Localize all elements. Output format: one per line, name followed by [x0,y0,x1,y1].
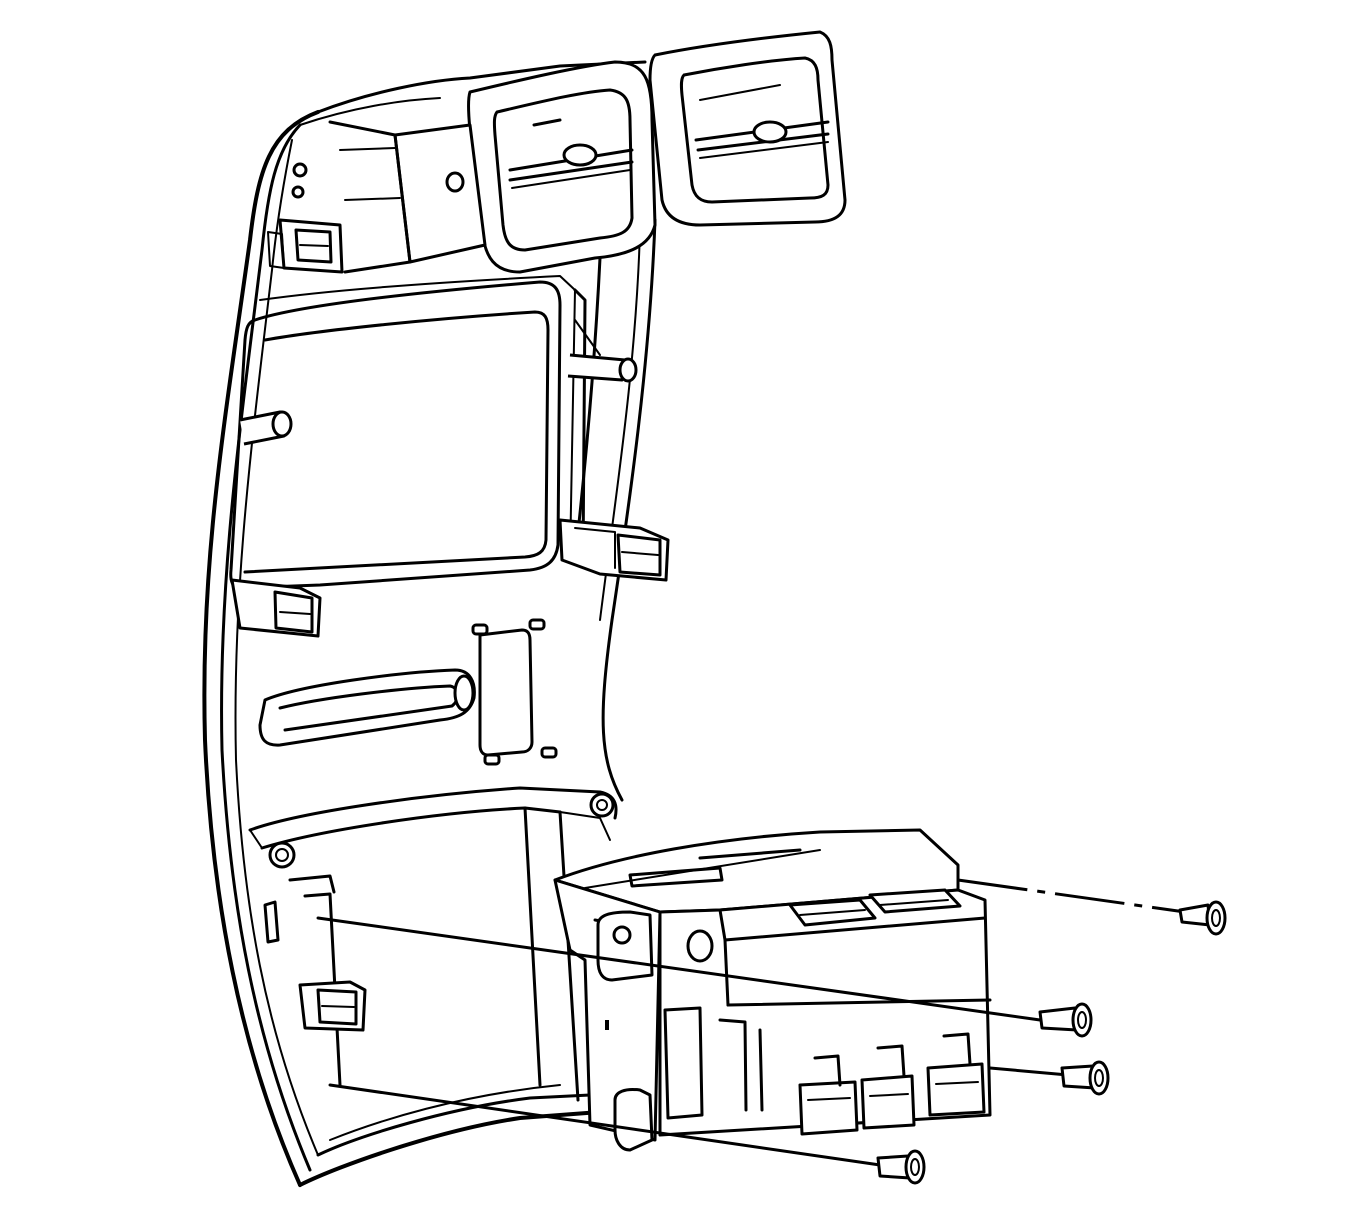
mounting-post-right [567,319,638,383]
connector-upper-left [267,218,344,274]
label-plate [471,618,558,766]
fastener-screws [316,878,1227,1185]
connector-left-middle [230,578,322,638]
screw-3 [1060,1060,1110,1096]
connector-right-middle [558,518,670,582]
mounting-post-left [239,410,293,446]
air-outlet-left [467,60,657,274]
screw-4 [876,1149,926,1185]
connector-lower-left [298,980,367,1032]
screw-1 [1178,900,1227,936]
lower-control-module [553,828,992,1152]
lower-control-opening [248,786,618,1102]
center-slot-opening [258,668,476,747]
screw-2 [1038,1002,1093,1038]
upper-duct-housing [291,120,487,274]
upper-display-opening [229,275,587,590]
air-outlet-right [648,30,847,227]
